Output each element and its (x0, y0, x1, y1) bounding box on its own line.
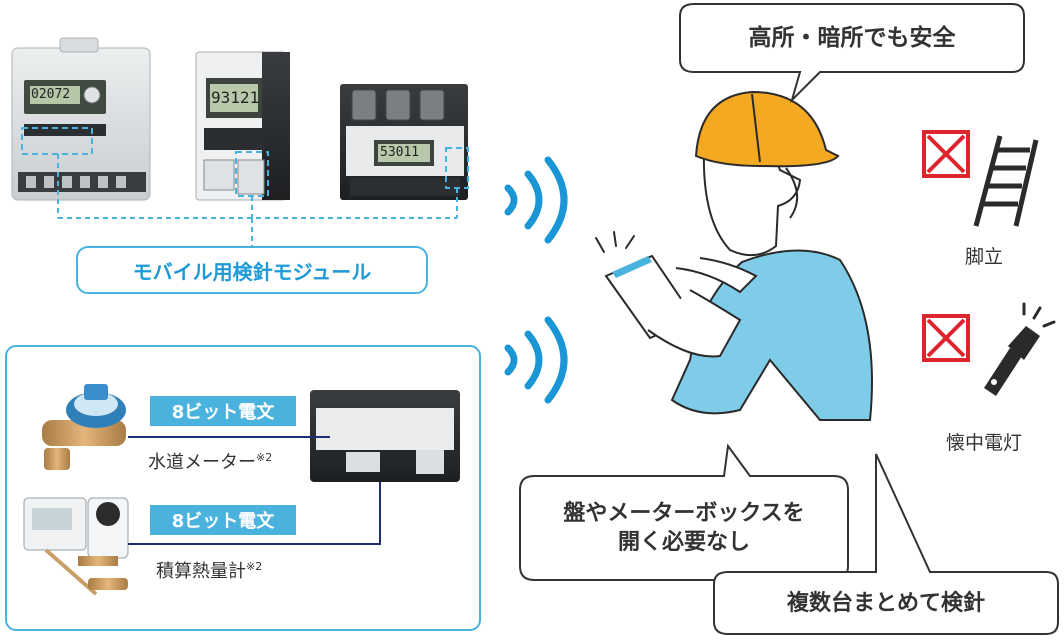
worker-illustration (595, 90, 873, 421)
no-flashlight-icon (922, 302, 1056, 396)
bubble-bottom-shape (713, 453, 1059, 635)
water-meter-tag: 8ビット電文 (150, 396, 296, 426)
no-ladder-label: 脚立 (964, 246, 1003, 268)
sub-meter-panel (5, 345, 481, 631)
bubble-mid-line1: 盤やメーターボックスを (563, 501, 805, 527)
water-meter-tag-text: 8ビット電文 (171, 402, 275, 423)
bubble-mid-line2: 開く必要なし (617, 530, 750, 555)
water-meter-label-text: 水道メーター (148, 452, 256, 473)
heat-meter-label: 積算熱量計※2 (156, 557, 262, 583)
bubble-bottom-text: 複数台まとめて検針 (786, 590, 985, 616)
water-meter-label: 水道メーター※2 (148, 448, 272, 474)
meter-1-image (11, 37, 151, 201)
meter-wires (128, 436, 381, 545)
module-label-text: モバイル用検針モジュール (132, 259, 372, 284)
water-meter-image (42, 384, 126, 470)
heat-meter-tag-text: 8ビット電文 (171, 511, 275, 532)
wireless-icon-upper (504, 156, 568, 244)
converter-device-image (310, 390, 460, 482)
module-label: モバイル用検針モジュール (76, 246, 428, 294)
no-flashlight-label: 懐中電灯 (945, 432, 1022, 454)
module-bracket (57, 154, 458, 246)
meter-1-display: 02072 (31, 87, 71, 102)
meter-3-display: 53011 (380, 145, 420, 160)
heat-meter-note: ※2 (246, 560, 263, 573)
heat-meter-image (23, 497, 129, 596)
heat-meter-tag: 8ビット電文 (150, 505, 296, 535)
meter-2-display: 93121 (211, 88, 260, 107)
bubble-mid-text: 盤やメーターボックスを 開く必要なし (522, 480, 846, 578)
water-meter-note: ※2 (256, 451, 273, 464)
bubble-top-text: 高所・暗所でも安全 (748, 25, 956, 52)
wireless-icon-lower (504, 316, 568, 404)
meter-3-image (340, 84, 469, 200)
heat-meter-label-text: 積算熱量計 (156, 561, 246, 582)
no-ladder-icon (922, 130, 1039, 227)
bubble-top-shape (679, 3, 1025, 104)
meter-2-image (195, 51, 290, 201)
